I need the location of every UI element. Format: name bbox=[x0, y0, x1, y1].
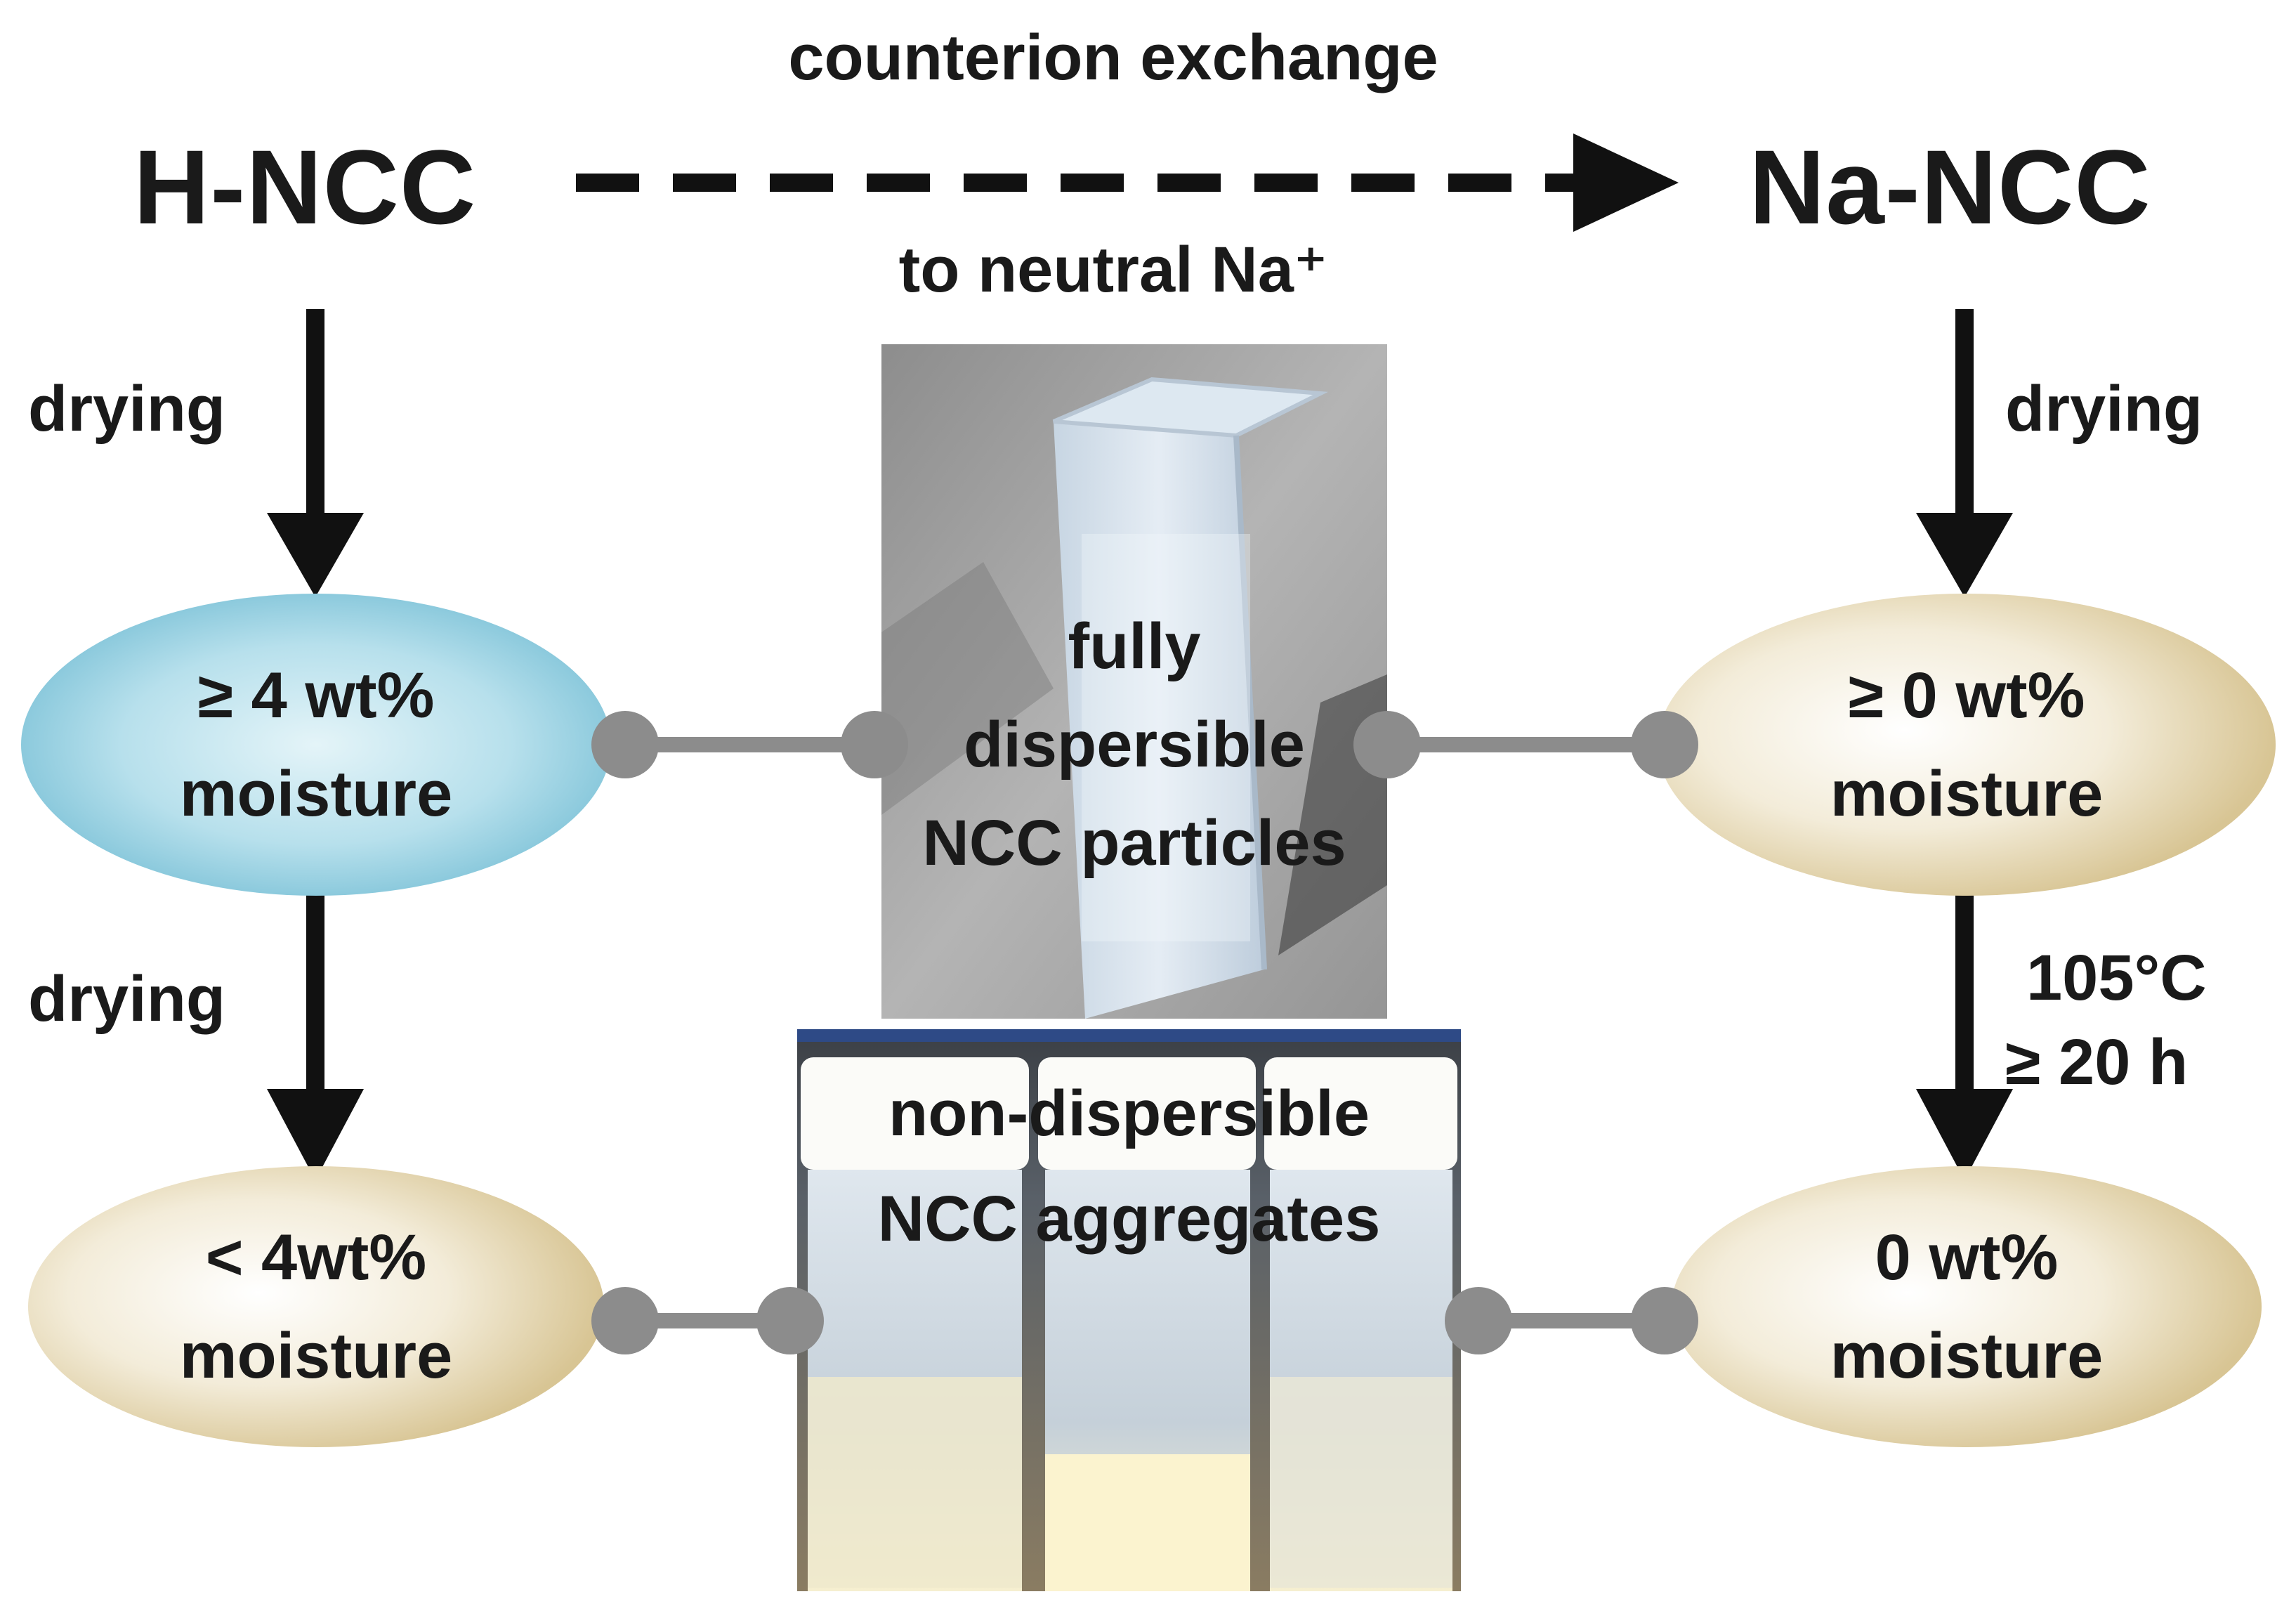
left-state-1-value: ≥ 4 wt% bbox=[197, 660, 435, 731]
h-ncc-label: H-NCC bbox=[133, 128, 477, 246]
cuvette-photo bbox=[881, 344, 1387, 1019]
left-drying-label-2: drying bbox=[28, 963, 226, 1035]
left-state-2-unit: moisture bbox=[179, 1320, 453, 1392]
connector-left-bottom bbox=[591, 1287, 824, 1354]
connector-left-top bbox=[591, 711, 908, 778]
right-state-ellipse-2 bbox=[1672, 1166, 2262, 1447]
left-state-ellipse-2 bbox=[28, 1166, 604, 1447]
right-state-ellipse-1 bbox=[1658, 594, 2276, 896]
vials-caption-line-2: NCC aggregates bbox=[877, 1183, 1381, 1255]
left-state-1-unit: moisture bbox=[179, 758, 453, 830]
na-ncc-label: Na-NCC bbox=[1749, 128, 2151, 246]
right-state-1-value: ≥ 0 wt% bbox=[1848, 660, 2085, 731]
left-state-ellipse-1 bbox=[21, 594, 611, 896]
right-state-2-unit: moisture bbox=[1830, 1320, 2104, 1392]
connector-right-top bbox=[1353, 711, 1698, 778]
cuvette-caption-line-1: fully bbox=[1068, 610, 1201, 682]
right-state-1-unit: moisture bbox=[1830, 758, 2104, 830]
left-drying-arrow-2 bbox=[267, 892, 364, 1180]
vial-3 bbox=[1264, 1057, 1457, 1591]
vials-caption-line-1: non-dispersible bbox=[888, 1078, 1370, 1149]
left-drying-arrow-1 bbox=[267, 309, 364, 597]
connector-right-bottom bbox=[1445, 1287, 1698, 1354]
counterion-exchange-arrow bbox=[576, 133, 1679, 232]
counterion-exchange-label: counterion exchange bbox=[788, 22, 1438, 93]
left-state-2-value: < 4wt% bbox=[205, 1222, 427, 1293]
vial-1 bbox=[801, 1057, 1029, 1591]
heating-duration-label: ≥ 20 h bbox=[2005, 1026, 2189, 1098]
heating-temperature-label: 105°C bbox=[2026, 942, 2207, 1014]
right-state-2-value: 0 wt% bbox=[1875, 1222, 2059, 1293]
neutral-na-label: to neutral Na⁺ bbox=[898, 234, 1328, 306]
cuvette-caption: fully dispersible NCC particles bbox=[881, 344, 1387, 1019]
left-drying-label-1: drying bbox=[28, 373, 226, 445]
vials-caption: non-dispersible NCC aggregates bbox=[797, 1029, 1461, 1324]
cuvette-caption-line-3: NCC particles bbox=[922, 807, 1346, 879]
right-drying-label: drying bbox=[2005, 373, 2203, 445]
right-state-2: 0 wt% moisture bbox=[1672, 1166, 2262, 1447]
right-heating-arrow bbox=[1916, 892, 2013, 1180]
right-drying-arrow-1 bbox=[1916, 309, 2013, 597]
left-state-2: < 4wt% moisture bbox=[28, 1166, 604, 1447]
cuvette-caption-line-2: dispersible bbox=[964, 709, 1305, 781]
vial-2 bbox=[1038, 1057, 1256, 1591]
left-state-1: ≥ 4 wt% moisture bbox=[21, 594, 611, 896]
vials-photo bbox=[797, 1029, 1461, 1591]
right-state-1: ≥ 0 wt% moisture bbox=[1658, 594, 2276, 896]
